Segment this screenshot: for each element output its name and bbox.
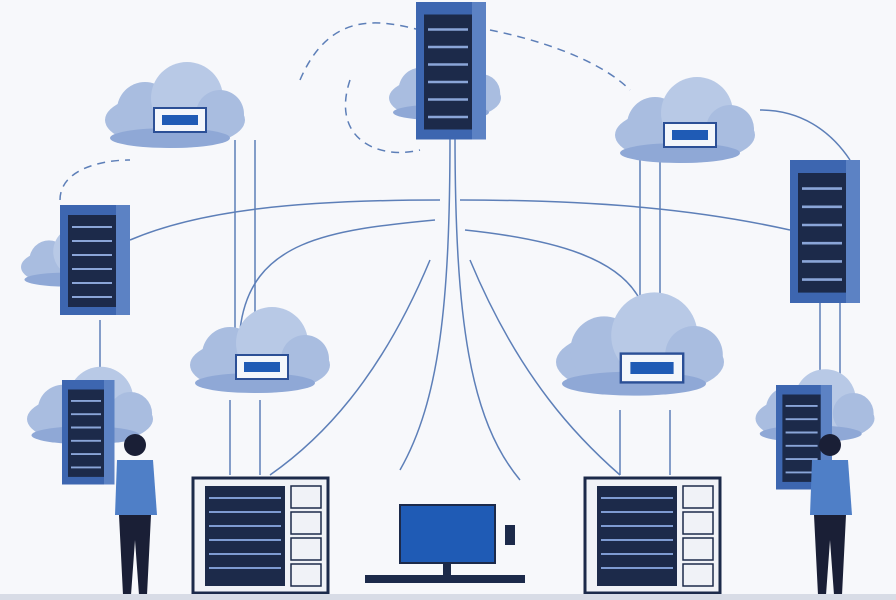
cloud-top-right [615,77,755,163]
cloud-mid-right [556,292,724,396]
server-rack-icon [788,158,862,305]
server-rack-icon [414,0,488,141]
person-icon [115,434,157,595]
monitor-icon [365,504,525,583]
server-rack-icon [61,379,116,486]
network-cables [59,22,851,481]
cloud-mid-center-left [190,307,330,393]
floor-line [0,594,896,600]
server-cabinet-right [583,476,722,595]
server-rack-icon [59,204,131,316]
server-cabinet-left [191,476,330,595]
cloud-top-left [105,62,245,148]
